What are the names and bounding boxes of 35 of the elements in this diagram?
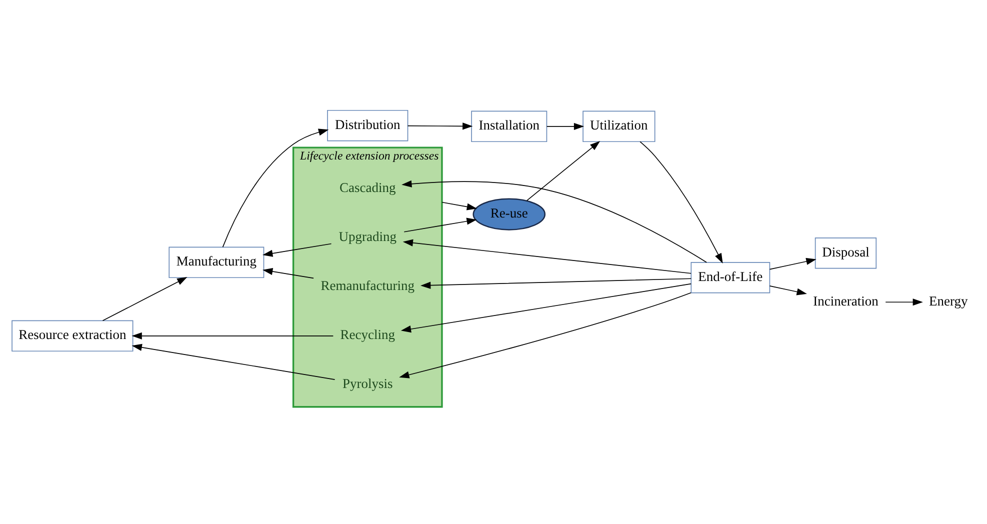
arrow: [399, 292, 692, 378]
arrow: [404, 218, 477, 232]
arrow: [420, 278, 692, 289]
node-box: Disposal: [814, 238, 877, 269]
node-box: Distribution: [327, 110, 408, 142]
arrow: [526, 141, 600, 201]
arrow: [102, 277, 188, 322]
node-ellipse: Re-use: [472, 198, 546, 230]
node-box: Resource extraction: [12, 320, 134, 352]
arrow: [402, 180, 707, 263]
node-text: Incineration: [813, 293, 878, 308]
node-text: Energy: [928, 293, 968, 308]
node-text: Recycling: [340, 327, 396, 342]
node-box: End-of-Life: [690, 262, 770, 294]
arrow: [402, 239, 692, 274]
arrow: [407, 122, 473, 130]
node-text: Remanufacturing: [320, 278, 414, 294]
node-box: Utilization: [582, 110, 656, 142]
node-text: Cascading: [340, 180, 396, 196]
arrow: [640, 141, 723, 264]
arrow: [262, 268, 314, 279]
arrow: [546, 122, 584, 130]
arrow: [769, 258, 816, 270]
node-text: Upgrading: [338, 229, 397, 244]
node-box: Manufacturing: [168, 246, 264, 278]
arrow: [400, 283, 692, 333]
node-box: Installation: [471, 110, 548, 142]
arrow: [885, 298, 923, 306]
arrow: [222, 128, 329, 248]
arrow: [769, 286, 807, 296]
arrow: [132, 344, 336, 380]
arrow: [442, 202, 478, 210]
arrow: [132, 332, 334, 340]
node-text: Pyrolysis: [342, 376, 393, 392]
arrow: [262, 243, 332, 257]
